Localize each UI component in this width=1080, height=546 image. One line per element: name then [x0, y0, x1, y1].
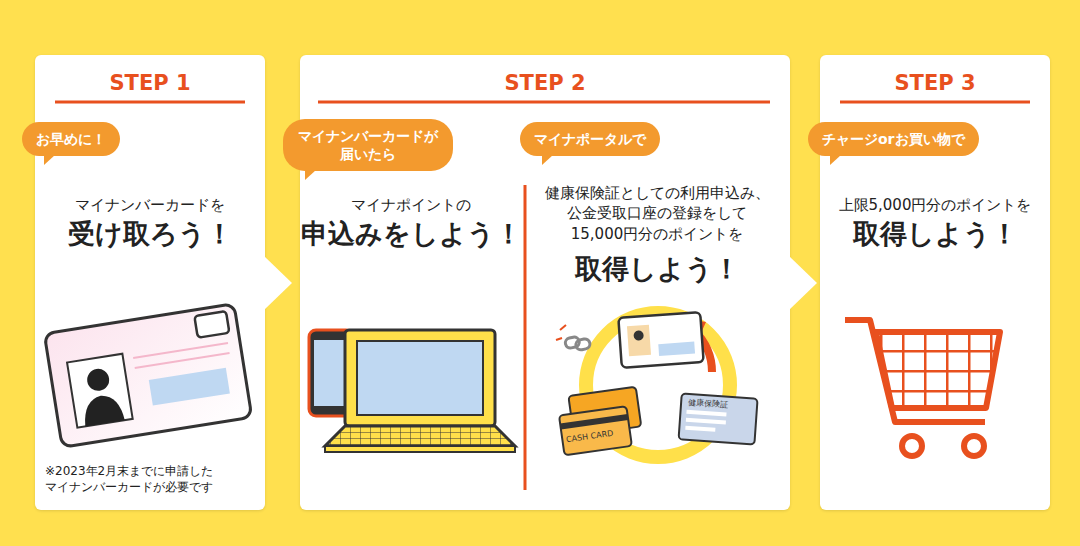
- callout-bubble: マイナンバーカードが 届いたら: [283, 119, 453, 171]
- step-lead: マイナポイントの: [300, 195, 522, 215]
- callout-tail: [542, 155, 553, 165]
- step-action: 受け取ろう！: [35, 216, 265, 252]
- callout-bubble: お早めに！: [22, 122, 120, 156]
- mynumber-card: [44, 304, 252, 448]
- section-divider: [524, 185, 527, 490]
- step-lead: 健康保険証としての利用申込み、 公金受取口座の登録をして 15,000円分のポイ…: [531, 183, 783, 244]
- callout-bubble: マイナポータルで: [520, 122, 660, 156]
- step-heading: STEP 3: [820, 69, 1050, 97]
- heading-underline: [318, 101, 770, 104]
- step-heading: STEP 2: [300, 69, 790, 97]
- step-heading: STEP 1: [35, 69, 265, 97]
- callout-bubble: チャージorお買い物で: [808, 122, 979, 156]
- laptop: [325, 330, 515, 452]
- step-chevron: [264, 256, 292, 310]
- callout-text: お早めに！: [36, 130, 106, 148]
- callout-tail: [305, 170, 316, 180]
- step-lead: 上限5,000円分のポイントを: [820, 195, 1050, 215]
- callout-text: マイナポータルで: [534, 130, 646, 148]
- link-cycle: [556, 312, 758, 457]
- step-panel: STEP 2 マイナポイントの申込みをしよう！健康保険証としての利用申込み、 公金…: [300, 55, 790, 510]
- smartphone: [309, 330, 353, 416]
- heading-underline: [55, 101, 245, 104]
- shopping-cart: [845, 320, 1000, 456]
- callout-tail: [44, 155, 55, 165]
- step-action: 申込みをしよう！: [300, 216, 522, 252]
- step-chevron: [789, 256, 817, 310]
- step-panel: STEP 3 上限5,000円分のポイントを取得しよう！ チャージorお買い物で: [820, 55, 1050, 510]
- step-action: 取得しよう！: [531, 251, 783, 287]
- step-action: 取得しよう！: [820, 216, 1050, 252]
- step-lead: マイナンバーカードを: [35, 195, 265, 215]
- heading-underline: [840, 101, 1030, 104]
- footnote: ※2023年2月末までに申請した マイナンバーカードが必要です: [45, 463, 260, 495]
- callout-tail: [830, 155, 841, 165]
- callout-text: マイナンバーカードが 届いたら: [297, 127, 439, 163]
- step-panel: STEP 1 マイナンバーカードを受け取ろう！ ※2023年2月末までに申請した マ…: [35, 55, 265, 510]
- callout-text: チャージorお買い物で: [822, 130, 965, 148]
